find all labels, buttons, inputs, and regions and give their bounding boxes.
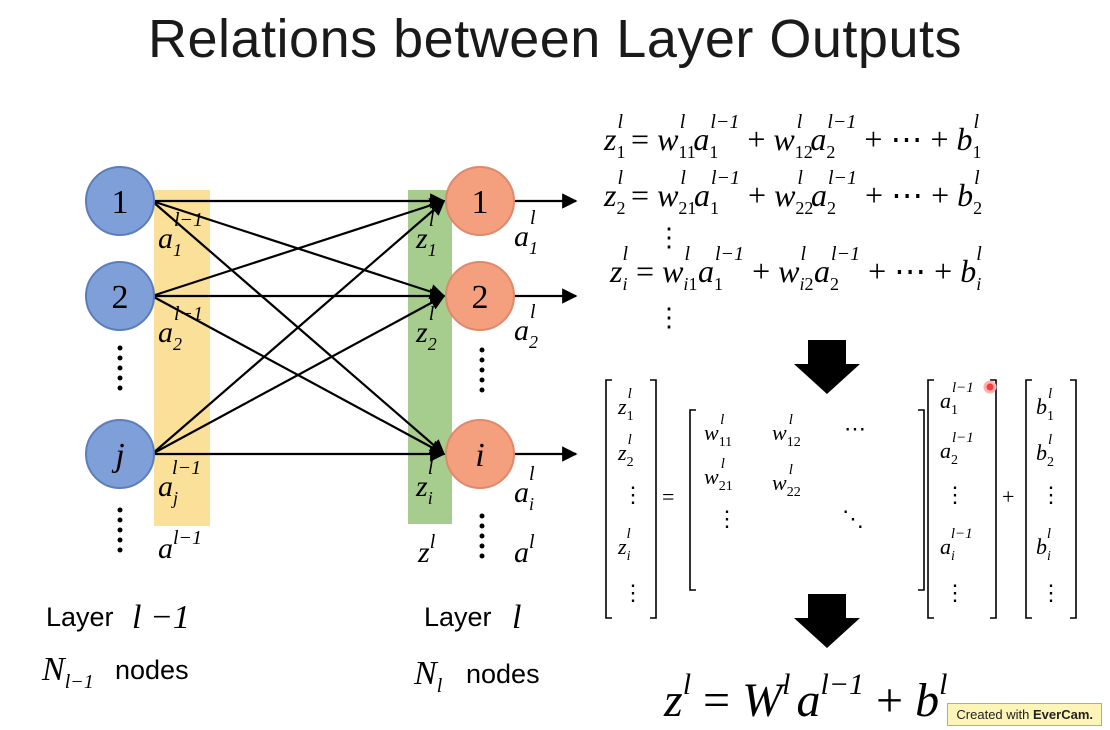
- svg-text:l −1: l −1: [132, 599, 190, 636]
- svg-text:Layer: Layer: [46, 602, 114, 632]
- svg-text:⋮: ⋮: [622, 580, 644, 605]
- svg-text:Nl−1: Nl−1: [41, 651, 94, 693]
- laser-pointer: [983, 380, 997, 394]
- down-arrow-icon: [794, 594, 860, 648]
- output-arrows: [514, 193, 578, 462]
- evercam-brand: EverCam.: [1033, 707, 1093, 722]
- right-node-i: [445, 419, 515, 489]
- layer-l-minus-1-caption: Layer l −1 Nl−1 nodes: [41, 599, 190, 693]
- svg-text:zil: zil: [415, 457, 434, 508]
- svg-text:z2l: z2l: [617, 432, 634, 470]
- svg-text:+: +: [1002, 484, 1014, 509]
- right-node-label: i: [475, 437, 484, 474]
- svg-text:zl: zl: [417, 531, 436, 569]
- right-activation-labels: a1l a2l ail al: [514, 207, 538, 569]
- svg-text:a1l: a1l: [514, 207, 538, 258]
- svg-text:Nl: Nl: [413, 655, 443, 697]
- right-node-label: 2: [472, 279, 489, 316]
- left-node-j: [85, 419, 155, 489]
- svg-text:=: =: [662, 484, 674, 509]
- right-z-band: [408, 190, 452, 524]
- vertical-ellipsis: [117, 345, 485, 559]
- svg-text:a2l: a2l: [514, 301, 538, 352]
- svg-text:nodes: nodes: [466, 659, 540, 689]
- svg-text:ail−1: ail−1: [940, 526, 973, 564]
- down-arrow-icon: [794, 340, 860, 394]
- svg-text:⋮: ⋮: [944, 482, 966, 507]
- svg-text:⋮: ⋮: [1040, 482, 1062, 507]
- right-node-label: 1: [472, 184, 489, 221]
- svg-text:⋮: ⋮: [622, 482, 644, 507]
- svg-text:⋮: ⋮: [944, 580, 966, 605]
- svg-text:al: al: [514, 531, 535, 569]
- svg-text:⋮: ⋮: [716, 506, 738, 531]
- svg-text:Layer: Layer: [424, 602, 492, 632]
- svg-text:⋱: ⋱: [842, 506, 864, 531]
- svg-text:z1l: z1l: [617, 386, 634, 424]
- evercam-prefix: Created with: [956, 707, 1030, 722]
- left-node-label: j: [111, 437, 124, 474]
- right-node-1: [445, 166, 515, 236]
- left-node-1: [85, 166, 155, 236]
- svg-text:b2l: b2l: [1036, 432, 1054, 470]
- connections: [151, 193, 446, 462]
- svg-text:z1l: z1l: [415, 209, 437, 260]
- layer-l-caption: Layer l Nl nodes: [413, 599, 540, 697]
- svg-text:a2l−1: a2l−1: [940, 430, 974, 468]
- svg-text:⋮: ⋮: [656, 303, 682, 332]
- matrix-entries: z1l z2l ⋮ zil ⋮ = w11l w12l ⋯ w21l w22l …: [617, 380, 1062, 605]
- svg-text:⋯: ⋯: [844, 416, 866, 441]
- svg-text:z2l: z2l: [415, 303, 437, 354]
- evercam-badge: Created with EverCam.: [947, 703, 1102, 726]
- left-activation-band: [154, 190, 210, 526]
- svg-text:⋮: ⋮: [1040, 580, 1062, 605]
- svg-text:zil: zil: [617, 526, 631, 564]
- left-node-2: [85, 261, 155, 331]
- svg-text:w11l: w11l: [704, 412, 732, 450]
- z-labels: z1l z2l zil zl: [415, 209, 437, 569]
- svg-text:nodes: nodes: [115, 655, 189, 685]
- svg-text:l: l: [512, 599, 521, 636]
- svg-text:w21l: w21l: [704, 456, 733, 494]
- svg-text:b1l: b1l: [1036, 386, 1054, 424]
- svg-text:w12l: w12l: [772, 412, 801, 450]
- svg-text:ail: ail: [514, 463, 535, 514]
- svg-text:al−1: al−1: [158, 527, 202, 565]
- matrix-equation: [605, 379, 1077, 619]
- page-title: Relations between Layer Outputs: [148, 9, 962, 69]
- left-node-label: 1: [112, 184, 129, 221]
- right-node-2: [445, 261, 515, 331]
- left-node-label: 2: [112, 279, 129, 316]
- svg-text:bil: bil: [1036, 526, 1051, 564]
- svg-text:w22l: w22l: [772, 462, 801, 500]
- svg-text:a1l−1: a1l−1: [940, 380, 974, 418]
- svg-text:⋮: ⋮: [656, 223, 682, 252]
